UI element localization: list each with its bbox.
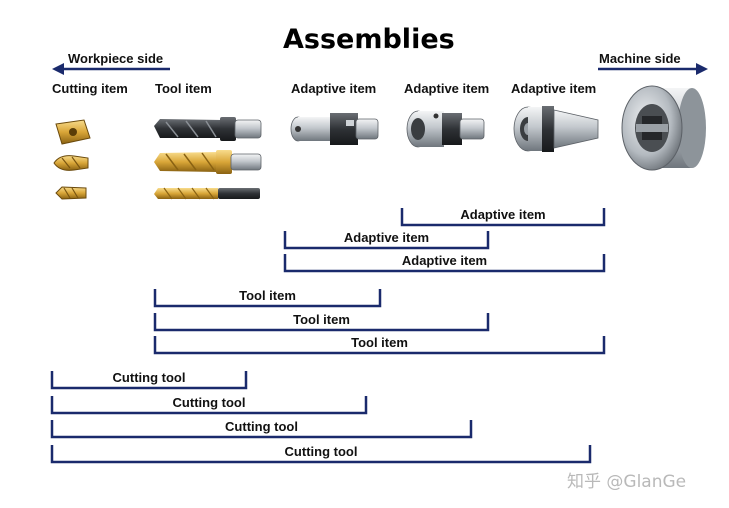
left-arrow-icon: [52, 63, 170, 75]
adapter-icon: [290, 113, 379, 145]
taper-holder-icon: [513, 106, 599, 152]
right-arrow-icon: [598, 63, 708, 75]
bracket-cutting-to-tool: [50, 371, 248, 390]
bracket-label-adaptive-1-to-machine: Adaptive item: [401, 253, 488, 268]
bracket-tool-to-adaptive-1: [153, 289, 382, 308]
column-heading-adaptive-item-3: Adaptive item: [511, 81, 597, 96]
column-heading-tool-item: Tool item: [155, 81, 212, 96]
column-heading-cutting-item: Cutting item: [52, 81, 128, 96]
bracket-cutting-to-adaptive-1: [50, 396, 368, 415]
bracket-label-adaptive-1-to-adaptive-2: Adaptive item: [343, 230, 430, 245]
solid-drill-icon: [154, 187, 260, 200]
bracket-label-cutting-to-tool: Cutting tool: [112, 370, 186, 385]
spindle-icon: [621, 85, 706, 171]
bracket-tool-to-adaptive-2: [153, 313, 490, 332]
bracket-label-tool-to-machine: Tool item: [351, 335, 408, 350]
machine-side-label: Machine side: [599, 51, 681, 66]
page-title: Assemblies: [283, 24, 455, 55]
bracket-adaptive-1-to-machine: [283, 254, 606, 273]
bracket-label-tool-to-adaptive-1: Tool item: [239, 288, 296, 303]
gold-drill-icon: [154, 150, 262, 174]
bracket-label-cutting-to-machine: Cutting tool: [284, 444, 358, 459]
bracket-label-cutting-to-adaptive-2: Cutting tool: [225, 419, 298, 434]
bracket-label-tool-to-adaptive-2: Tool item: [293, 312, 350, 327]
bracket-adaptive-1-to-adaptive-2: [283, 231, 490, 250]
bracket-label-cutting-to-adaptive-1: Cutting tool: [172, 395, 246, 410]
column-heading-adaptive-item-1: Adaptive item: [291, 81, 377, 96]
drill-tip-small-icon: [55, 186, 87, 200]
bracket-label-adaptive-2-to-machine: Adaptive item: [460, 207, 546, 222]
holder-icon: [406, 110, 485, 148]
column-heading-adaptive-item-2: Adaptive item: [404, 81, 490, 96]
bracket-cutting-to-machine: [50, 445, 592, 464]
bracket-adaptive-2-to-machine: [400, 208, 606, 227]
workpiece-side-label: Workpiece side: [68, 51, 164, 66]
indexable-drill-icon: [154, 117, 262, 141]
watermark: 知乎 @GlanGe: [567, 472, 687, 492]
insert-icon: [55, 119, 91, 145]
brackets-layer: [50, 208, 606, 464]
drill-tip-icon: [53, 155, 89, 171]
bracket-tool-to-machine: [153, 336, 606, 355]
bracket-cutting-to-adaptive-2: [50, 420, 473, 439]
